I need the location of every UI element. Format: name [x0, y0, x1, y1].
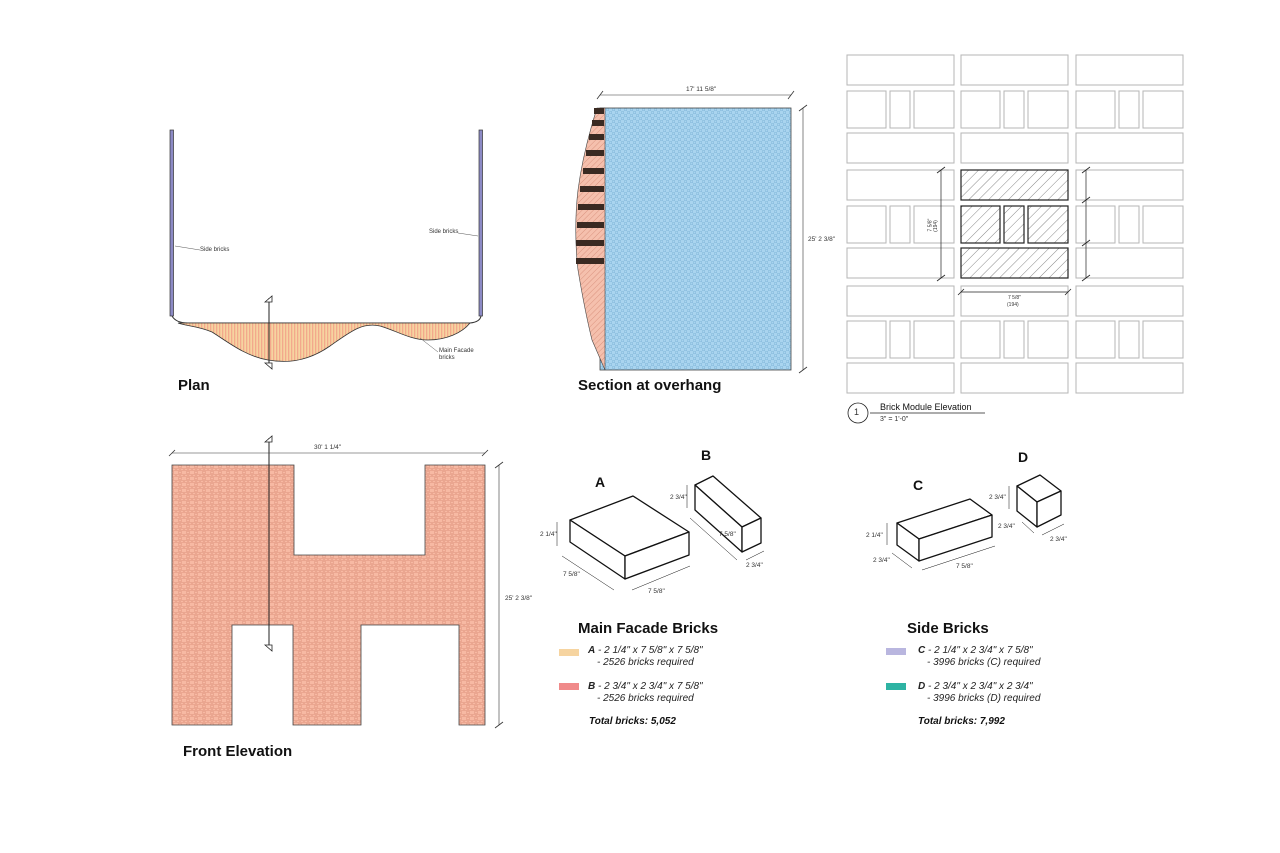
brick-a-drawing — [556, 495, 691, 591]
legend-c-line1: C - 2 1/4" x 2 3/4" x 7 5/8" — [918, 645, 1033, 657]
legend-c-dims: - 2 1/4" x 2 3/4" x 7 5/8" — [925, 645, 1033, 656]
main-facade-legend-title: Main Facade Bricks — [578, 620, 719, 637]
front-elevation-drawing — [168, 435, 504, 729]
module-callout-bubble — [847, 402, 869, 424]
swatch-brick-b — [559, 683, 579, 690]
module-highlight — [847, 166, 1091, 424]
brick-b-width-dim: 2 3/4" — [746, 562, 763, 569]
module-height-mm: (194) — [932, 220, 939, 232]
legend-c-letter: C — [918, 645, 926, 656]
legend-b-line2: - 2526 bricks required — [597, 693, 694, 704]
module-width-mm: (194) — [1007, 302, 1019, 308]
module-callout-scale: 3" = 1'-0" — [880, 416, 909, 423]
section-height-dimension: 25' 2 3/8" — [808, 236, 836, 243]
brick-d-width-dim: 2 3/4" — [1050, 536, 1067, 543]
swatch-brick-d — [886, 683, 906, 690]
section-title: Section at overhang — [578, 377, 722, 394]
legend-d-line2: - 3996 bricks (D) required — [927, 693, 1041, 704]
brick-a-letter: A — [595, 474, 606, 490]
legend-c-line2: - 3996 bricks (C) required — [927, 657, 1041, 668]
side-bricks-total: Total bricks: 7,992 — [918, 716, 1005, 727]
section-drawing — [575, 90, 808, 374]
swatch-brick-a — [559, 649, 579, 656]
brick-b-letter: B — [701, 447, 712, 463]
legend-d-dims: - 2 3/4" x 2 3/4" x 2 3/4" — [925, 681, 1033, 692]
plan-label-side-bricks-right: Side bricks — [429, 229, 459, 235]
plan-side-wall-right — [478, 129, 483, 317]
legend-d-line1: D - 2 3/4" x 2 3/4" x 2 3/4" — [918, 681, 1033, 693]
brick-a-depth-dim: 7 5/8" — [563, 571, 580, 578]
legend-a-letter: A — [588, 645, 596, 656]
plan-title: Plan — [178, 377, 210, 394]
elevation-width-dimension: 30' 1 1/4" — [314, 444, 342, 451]
plan-side-wall-left — [169, 129, 174, 317]
module-callout-number: 1 — [854, 407, 860, 417]
plan-section-marker-top — [263, 295, 273, 303]
section-overhang-profile — [575, 107, 606, 371]
brick-b-drawing — [686, 475, 765, 561]
module-grid — [846, 54, 1184, 394]
legend-b-line1: B - 2 3/4" x 2 3/4" x 7 5/8" — [588, 681, 703, 693]
section-width-dimension: 17' 11 5/8" — [686, 86, 717, 93]
brick-d-height-dim: 2 3/4" — [989, 494, 1006, 501]
plan-section-marker-bottom — [263, 362, 273, 370]
legend-b-letter: B — [588, 681, 596, 692]
brick-a-height-dim: 2 1/4" — [540, 531, 557, 538]
section-overhang-bricks — [576, 108, 604, 264]
plan-label-main-facade: Main Facade bricks — [439, 348, 474, 361]
brick-c-drawing — [886, 498, 996, 571]
module-callout-title: Brick Module Elevation — [880, 402, 972, 412]
brick-b-height-dim: 2 3/4" — [670, 494, 687, 501]
elevation-height-dimension: 25' 2 3/8" — [505, 595, 533, 602]
front-elevation-title: Front Elevation — [183, 743, 293, 760]
brick-c-height-dim: 2 1/4" — [866, 532, 883, 539]
plan-drawing — [169, 129, 483, 370]
brick-d-drawing — [1008, 474, 1065, 536]
section-main-wall — [599, 107, 792, 371]
brick-c-depth-dim: 2 3/4" — [873, 557, 890, 564]
brick-d-depth-dim: 2 3/4" — [998, 523, 1015, 530]
swatch-brick-c — [886, 648, 906, 655]
legend-d-letter: D — [918, 681, 926, 692]
legend-a-dims: - 2 1/4" x 7 5/8" x 7 5/8" — [595, 645, 703, 656]
brick-d-letter: D — [1018, 449, 1029, 465]
legend-a-line2: - 2526 bricks required — [597, 657, 694, 668]
legend-b-dims: - 2 3/4" x 2 3/4" x 7 5/8" — [595, 681, 703, 692]
plan-main-facade — [177, 322, 471, 362]
legend-a-line1: A - 2 1/4" x 7 5/8" x 7 5/8" — [588, 645, 703, 657]
plan-label-side-bricks-left: Side bricks — [200, 247, 230, 253]
brick-a-width-dim: 7 5/8" — [648, 588, 665, 595]
brick-c-letter: C — [913, 477, 924, 493]
module-width-dimension: 7 5/8" — [1008, 295, 1021, 301]
main-facade-total: Total bricks: 5,052 — [589, 716, 676, 727]
brick-c-width-dim: 7 5/8" — [956, 563, 973, 570]
brick-b-depth-dim: 7 5/8" — [719, 531, 736, 538]
side-bricks-legend-title: Side Bricks — [907, 620, 989, 637]
